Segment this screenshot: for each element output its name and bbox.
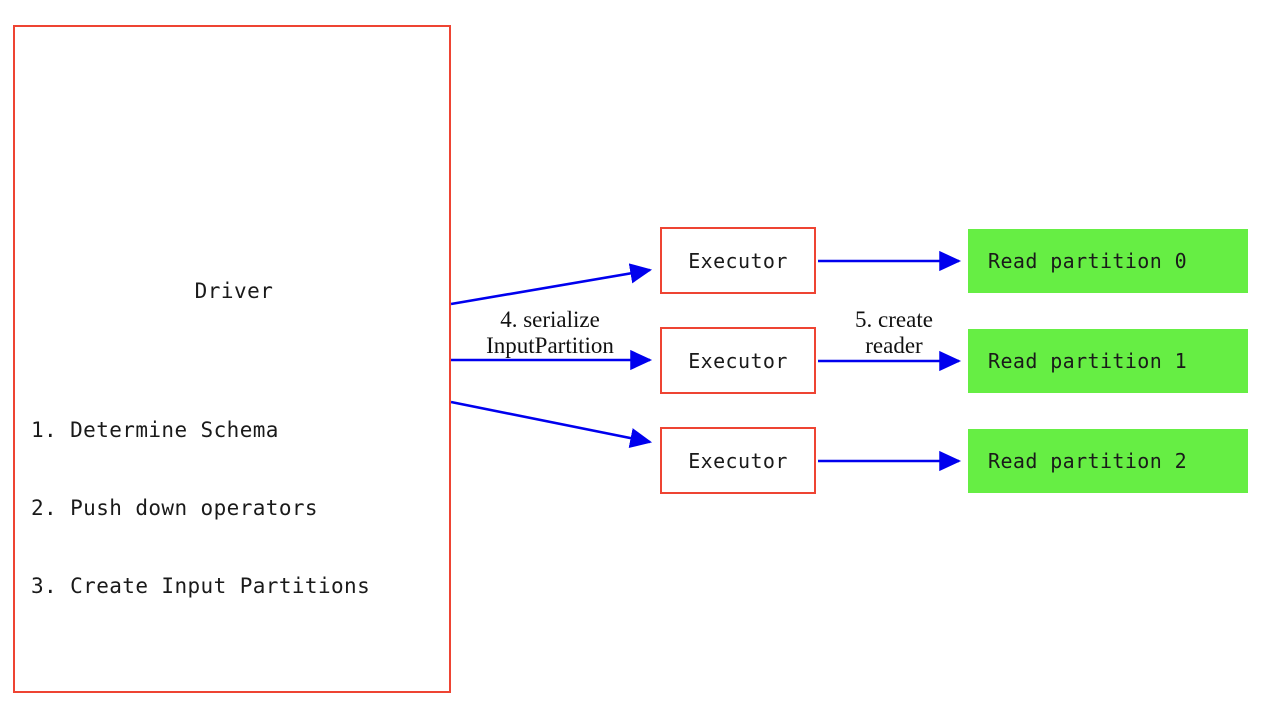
executor-label-2: Executor <box>688 448 788 473</box>
driver-title: Driver <box>194 279 274 303</box>
edge-label-create-reader-line1: 5. create <box>855 307 933 332</box>
executor-box-2: Executor <box>660 427 816 494</box>
partition-label-1: Read partition 1 <box>988 349 1188 373</box>
executor-label-0: Executor <box>688 248 788 273</box>
edge-label-serialize-input-partition: 4. serialize InputPartition <box>456 307 644 359</box>
partition-box-1: Read partition 1 <box>968 329 1248 393</box>
executor-box-1: Executor <box>660 327 816 394</box>
partition-box-2: Read partition 2 <box>968 429 1248 493</box>
driver-step-2: 2. Push down operators <box>31 496 318 520</box>
driver-box: Driver 1. Determine Schema 2. Push down … <box>13 25 451 693</box>
edge-label-serialize-line2: InputPartition <box>486 333 614 358</box>
edge-label-create-reader: 5. create reader <box>823 307 965 359</box>
executor-box-0: Executor <box>660 227 816 294</box>
partition-box-0: Read partition 0 <box>968 229 1248 293</box>
driver-step-3: 3. Create Input Partitions <box>31 574 371 598</box>
driver-step-1: 1. Determine Schema <box>31 418 279 442</box>
partition-label-2: Read partition 2 <box>988 449 1188 473</box>
edge-label-serialize-line1: 4. serialize <box>500 307 600 332</box>
executor-label-1: Executor <box>688 348 788 373</box>
arrow-driver-to-executor-2 <box>450 400 653 449</box>
driver-step-list: 1. Determine Schema 2. Push down operato… <box>31 365 451 651</box>
partition-label-0: Read partition 0 <box>988 249 1188 273</box>
arrow-driver-to-executor-0 <box>450 263 653 306</box>
edge-label-create-reader-line2: reader <box>865 333 923 358</box>
